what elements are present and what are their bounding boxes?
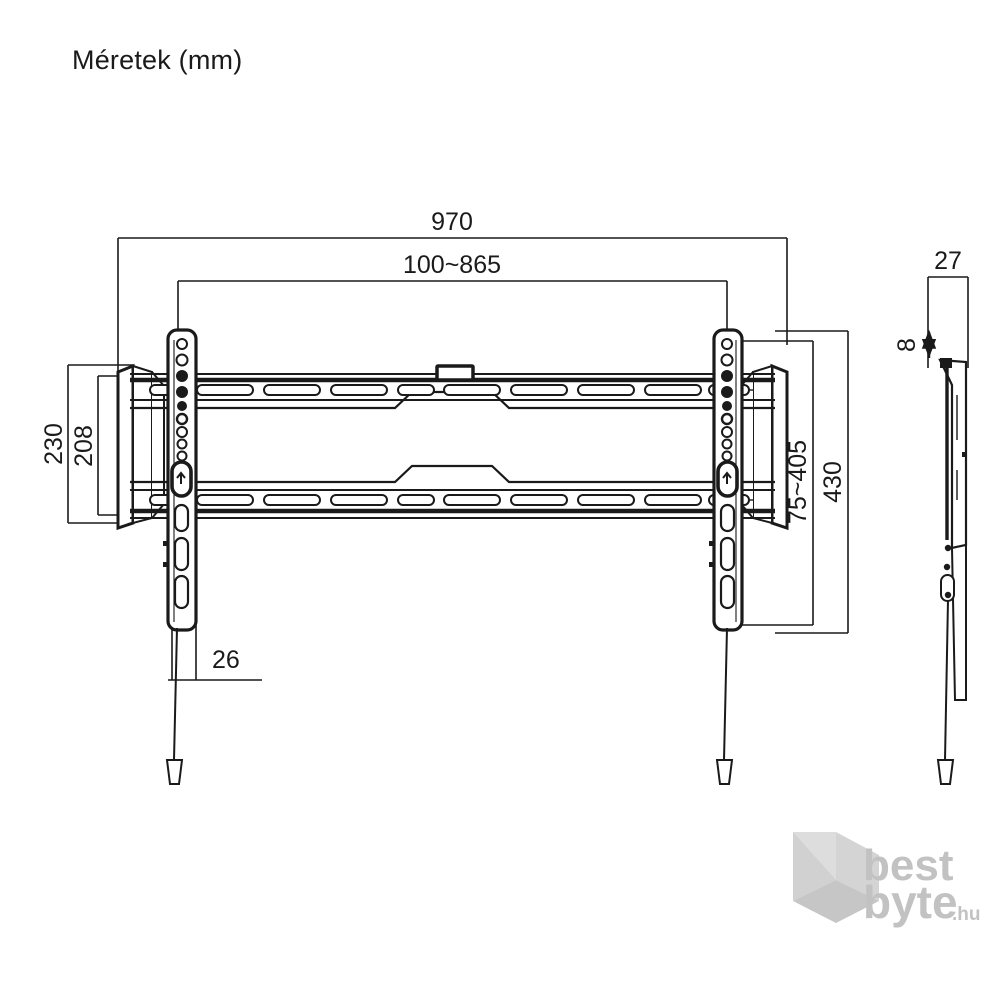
right-vertical-rail [709, 328, 744, 632]
dimension-rail-span-outer-label: 230 [40, 423, 68, 465]
dimension-overall-height: 430 [775, 330, 849, 634]
watermark-line1: best [863, 841, 954, 890]
watermark-suffix: .hu [952, 904, 981, 925]
dimension-vesa-height-range-label: 75~405 [784, 440, 812, 524]
watermark-line2: byte [863, 876, 958, 928]
side-view-pull-cord [936, 599, 955, 785]
right-pull-cord [715, 627, 734, 785]
dimension-rail-span-outer: 230 [40, 364, 133, 524]
lower-horizontal-rail [130, 464, 775, 519]
upper-horizontal-rail [130, 364, 775, 410]
side-view: 27 8 [893, 247, 969, 785]
dimension-vesa-width-range: 100~865 [177, 251, 728, 360]
watermark-mark-icon [793, 832, 879, 923]
dimension-depth-label: 27 [934, 247, 962, 275]
page-title: Méretek (mm) [72, 45, 243, 75]
dimension-rail-offset: 26 [168, 605, 262, 681]
dimension-rail-span-inner-label: 208 [70, 425, 98, 467]
front-view [116, 328, 789, 785]
dimension-depth: 27 [927, 247, 969, 368]
dimension-vesa-height-range: 75~405 [718, 340, 814, 626]
watermark-logo: best byte .hu [793, 832, 981, 928]
dimension-rail-offset-label: 26 [212, 646, 240, 674]
upper-rail-slots [149, 384, 750, 396]
dimension-wall-gap-label: 8 [893, 338, 921, 352]
dimension-overall-width-label: 970 [431, 208, 473, 236]
dimension-wall-gap: 8 [893, 329, 937, 358]
dimension-vesa-width-range-label: 100~865 [403, 251, 501, 279]
left-vertical-rail [163, 328, 198, 632]
dimension-overall-width: 970 [117, 208, 788, 372]
lower-rail-slots [149, 494, 750, 506]
center-bubble-level [435, 364, 475, 382]
dimension-overall-height-label: 430 [819, 461, 847, 503]
side-view-profile [938, 358, 968, 701]
left-pull-cord [165, 627, 184, 785]
